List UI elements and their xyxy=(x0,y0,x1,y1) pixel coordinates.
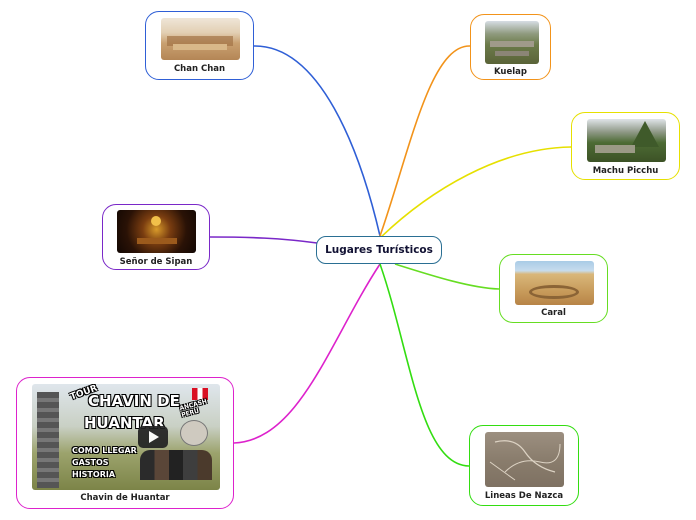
nazca-image xyxy=(485,432,564,487)
link-caral xyxy=(394,263,500,290)
senor-sipan-label: Señor de Sipan xyxy=(119,257,193,267)
kuelap-label: Kuelap xyxy=(494,67,527,77)
link-nazca xyxy=(379,263,470,467)
bullet-como-llegar: COMO LLEGAR xyxy=(72,446,137,455)
node-chan-chan[interactable]: Chan Chan xyxy=(145,11,254,80)
caral-label: Caral xyxy=(541,308,566,318)
chan-chan-image xyxy=(161,18,240,60)
people-group xyxy=(140,450,212,480)
link-kuelap xyxy=(379,45,471,237)
node-kuelap[interactable]: Kuelap xyxy=(470,14,551,80)
peru-flag-icon xyxy=(192,388,208,400)
kuelap-image xyxy=(485,21,539,64)
chavin-video-thumbnail[interactable]: TOUR CHAVIN DE HUANTAR ANCASH PERU COMO … xyxy=(32,384,220,490)
machu-picchu-image xyxy=(587,119,666,162)
chan-chan-label: Chan Chan xyxy=(173,64,226,74)
node-senor-sipan[interactable]: Señor de Sipan xyxy=(102,204,210,270)
stone-head-icon xyxy=(180,420,208,446)
nazca-lines xyxy=(489,440,561,481)
node-chavin[interactable]: TOUR CHAVIN DE HUANTAR ANCASH PERU COMO … xyxy=(16,377,234,509)
node-machu-picchu[interactable]: Machu Picchu xyxy=(571,112,680,180)
chavin-title-line1: CHAVIN DE xyxy=(88,392,180,410)
play-icon[interactable] xyxy=(138,426,168,448)
link-machu-picchu xyxy=(379,146,572,239)
node-nazca[interactable]: Lineas De Nazca xyxy=(469,425,579,506)
stone-pillar xyxy=(37,392,59,488)
machu-picchu-label: Machu Picchu xyxy=(592,166,659,176)
caral-image xyxy=(515,261,594,305)
nazca-label: Lineas De Nazca xyxy=(484,491,564,501)
chavin-label: Chavin de Huantar xyxy=(80,493,170,503)
link-senor-sipan xyxy=(209,236,318,244)
bullet-historia: HISTORIA xyxy=(72,470,116,479)
link-chan-chan xyxy=(253,45,381,237)
senor-sipan-image xyxy=(117,210,196,253)
ancash-badge: ANCASH PERU xyxy=(178,398,208,419)
central-topic[interactable]: Lugares Turísticos xyxy=(316,236,442,264)
bullet-gastos: GASTOS xyxy=(72,458,109,467)
node-caral[interactable]: Caral xyxy=(499,254,608,323)
link-chavin xyxy=(233,263,381,444)
